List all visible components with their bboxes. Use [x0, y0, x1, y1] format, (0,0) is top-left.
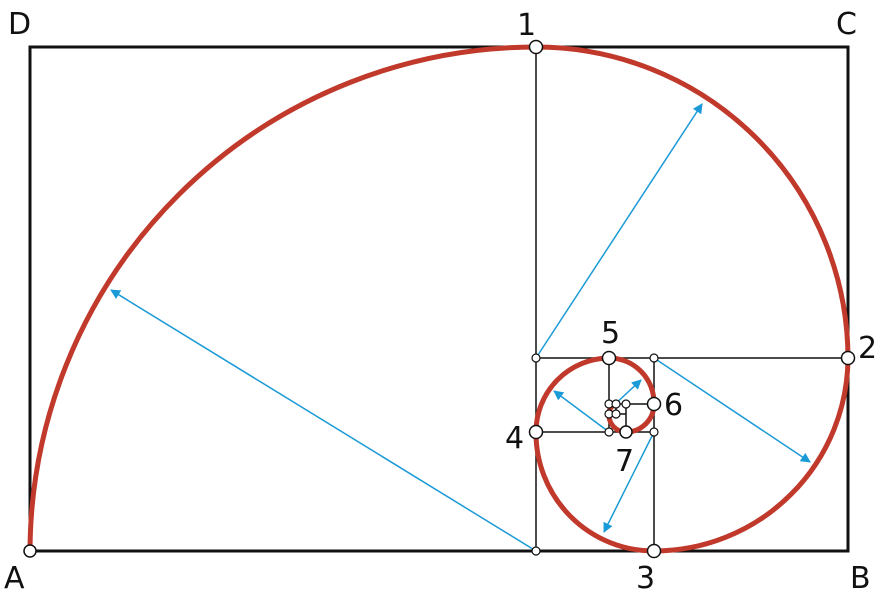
- corner-labels: D C A B: [4, 7, 871, 596]
- junction-node: [604, 427, 614, 437]
- point-labels: 1 2 3 4 5 6 7: [505, 8, 877, 596]
- junction-node: [649, 427, 659, 437]
- corner-label-d: D: [8, 7, 31, 42]
- point-label-5: 5: [601, 316, 620, 351]
- point-label-4: 4: [505, 421, 524, 456]
- radius-arrow-3: [653, 357, 811, 463]
- point-label-6: 6: [664, 388, 683, 423]
- corner-label-b: B: [850, 561, 871, 596]
- spiral-point-2: [840, 350, 856, 366]
- point-label-3: 3: [636, 561, 655, 596]
- radius-arrow-1: [110, 289, 537, 552]
- radius-arrow-2: [535, 103, 703, 359]
- golden-spiral: [27, 44, 851, 554]
- junction-node: [649, 353, 659, 363]
- spiral-point-5: [601, 350, 617, 366]
- spiral-point-6: [646, 396, 662, 412]
- junction-node: [611, 399, 621, 409]
- spiral-points: [23, 39, 856, 559]
- point-label-7: 7: [615, 444, 634, 479]
- radius-arrows: [110, 103, 811, 552]
- spiral-point-4: [528, 424, 544, 440]
- spiral-point-7: [619, 425, 633, 439]
- corner-label-a: A: [4, 561, 25, 596]
- junction-node: [621, 399, 631, 409]
- junction-nodes: [531, 353, 659, 556]
- spiral-point-3: [646, 543, 662, 559]
- corner-label-c: C: [836, 7, 857, 42]
- point-label-1: 1: [517, 8, 536, 43]
- junction-node: [531, 546, 541, 556]
- junction-node: [531, 353, 541, 363]
- spiral-point-start: [23, 544, 37, 558]
- radius-arrow-4: [603, 431, 655, 533]
- outer-rectangle: [28, 45, 850, 553]
- junction-node: [611, 409, 621, 419]
- radius-arrow-5: [553, 390, 610, 433]
- point-label-2: 2: [858, 331, 877, 366]
- subdivision-lines: [535, 47, 848, 551]
- spiral-point-1: [528, 39, 544, 55]
